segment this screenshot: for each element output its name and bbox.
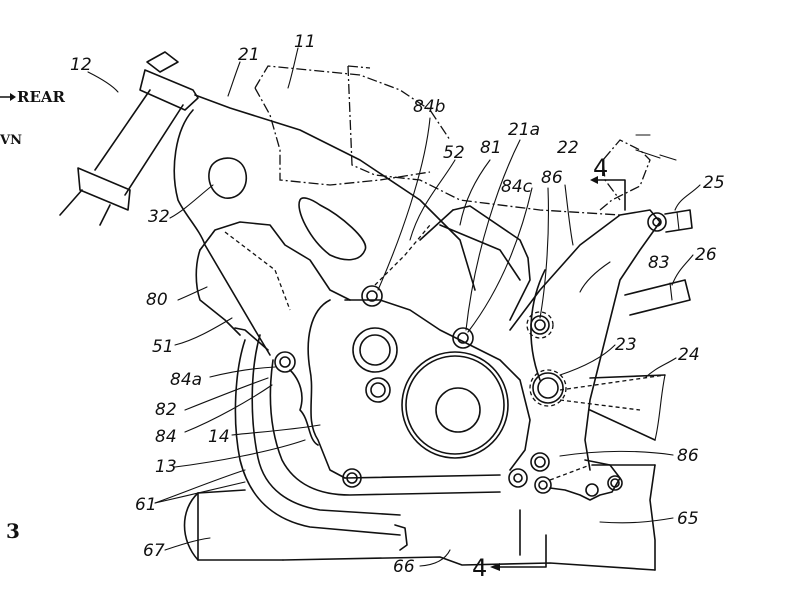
label-84b: 84b [413, 97, 445, 117]
figure-number: 3 [6, 519, 20, 543]
radiator [195, 229, 291, 351]
section-marker-top: 4 [593, 154, 608, 182]
section-marker-bottom: 4 [472, 554, 487, 582]
label-81: 81 [480, 138, 502, 158]
label-84a: 84a [170, 370, 202, 390]
label-14: 14 [208, 427, 230, 447]
label-25: 25 [703, 173, 725, 193]
label-83: 83 [648, 253, 670, 273]
label-26: 26 [695, 245, 717, 265]
label-61: 61 [135, 495, 157, 515]
reference-labels: 12 21 11 84b 52 81 21a 22 84c 86 25 32 2… [70, 32, 725, 577]
label-67: 67 [143, 541, 165, 561]
label-82: 82 [155, 400, 177, 420]
label-84c: 84c [501, 177, 533, 197]
label-84: 84 [155, 427, 177, 447]
label-86-top: 86 [541, 168, 563, 188]
down-label: VN [0, 133, 22, 148]
label-12: 12 [70, 55, 92, 75]
label-52: 52 [443, 143, 465, 163]
label-11: 11 [294, 32, 316, 52]
label-21a: 21a [508, 120, 540, 140]
mount-bolts [274, 285, 666, 501]
cylinder-block [374, 205, 531, 321]
label-22: 22 [557, 138, 579, 158]
label-66: 66 [393, 557, 415, 577]
label-32: 32 [148, 207, 170, 227]
direction-indicator: REAR VN [0, 88, 66, 148]
label-51: 51 [152, 337, 174, 357]
label-13: 13 [155, 457, 177, 477]
section-line: 4 4 [472, 154, 626, 582]
main-frame [173, 94, 476, 356]
fuel-tank-outline [254, 65, 677, 216]
label-80: 80 [146, 290, 168, 310]
muffler [183, 464, 656, 571]
rear-label: REAR [17, 88, 66, 106]
label-24: 24 [678, 345, 700, 365]
head-pipe [59, 51, 199, 226]
label-21: 21 [238, 45, 260, 65]
label-65: 65 [677, 509, 699, 529]
crankcase [289, 299, 531, 479]
rear-frame [509, 209, 693, 471]
label-23: 23 [615, 335, 637, 355]
label-86-bottom: 86 [677, 446, 699, 466]
leader-lines [87, 47, 701, 567]
